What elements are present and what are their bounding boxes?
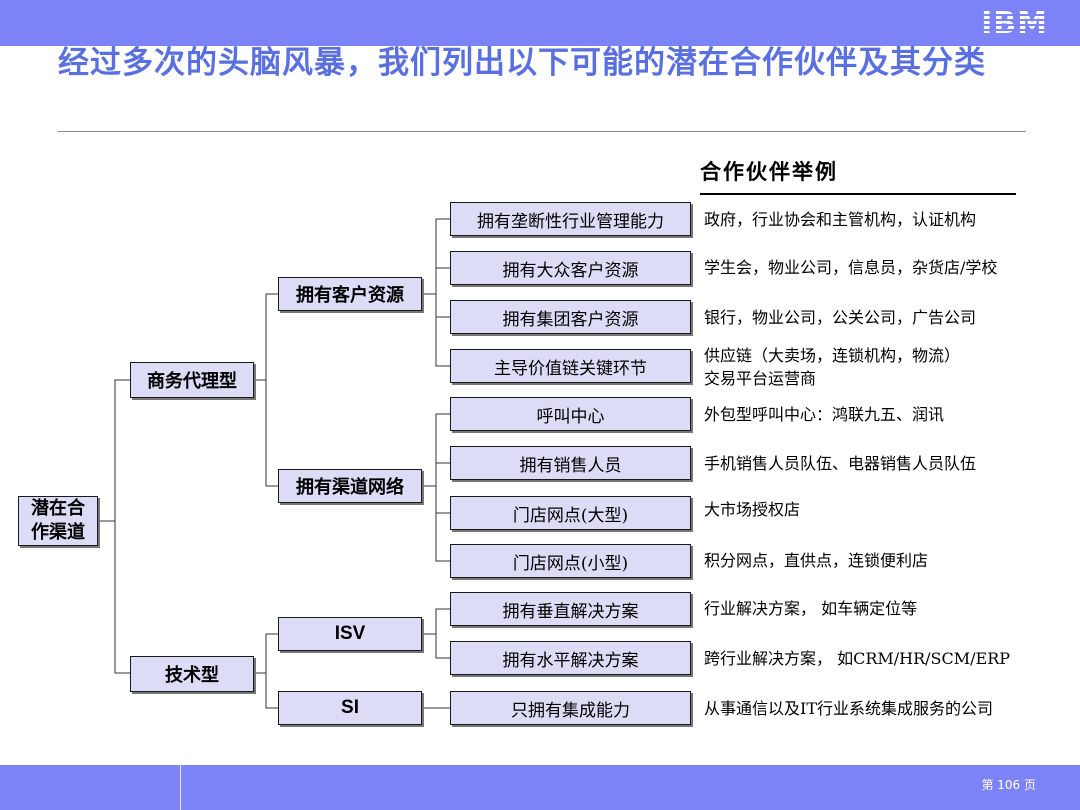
isv-node: ISV <box>278 617 422 651</box>
page-number: 第 106 页 <box>981 778 1036 792</box>
leaf-node: 呼叫中心 <box>450 397 691 431</box>
partner-example: 银行，物业公司，公关公司，广告公司 <box>704 308 977 327</box>
partner-examples-header: 合作伙伴举例 <box>700 159 838 184</box>
partner-example: 供应链（大卖场，连锁机构，物流） <box>704 346 961 365</box>
leaf-node: 门店网点(大型) <box>450 496 691 530</box>
title-divider <box>58 131 1026 132</box>
partner-example: 政府，行业协会和主管机构，认证机构 <box>704 210 977 229</box>
connector-root <box>98 379 130 674</box>
partner-example: 从事通信以及IT行业系统集成服务的公司 <box>704 699 993 718</box>
leaf-node: 拥有水平解决方案 <box>450 641 691 675</box>
leaf-node: 拥有集团客户资源 <box>450 300 691 334</box>
leaf-node: 拥有垄断性行业管理能力 <box>450 202 691 236</box>
leaf-node: 拥有垂直解决方案 <box>450 592 691 626</box>
top-banner <box>0 0 1080 46</box>
partner-example: 学生会，物业公司，信息员，杂货店/学校 <box>704 258 998 277</box>
leaf-node: 门店网点(小型) <box>450 544 691 578</box>
customer-resources-node: 拥有客户资源 <box>278 277 422 311</box>
partner-example: 跨行业解决方案， 如CRM/HR/SCM/ERP <box>704 649 1011 668</box>
bottom-banner <box>0 765 1080 810</box>
partner-example: 交易平台运营商 <box>704 369 817 388</box>
leaf-node: 主导价值链关键环节 <box>450 349 691 383</box>
partner-example: 大市场授权店 <box>704 500 801 519</box>
root-node: 潜在合作渠道 <box>18 496 98 546</box>
connector-customer <box>422 218 450 367</box>
leaf-node: 拥有大众客户资源 <box>450 251 691 285</box>
technical-node: 技术型 <box>130 656 254 692</box>
partner-example: 行业解决方案， 如车辆定位等 <box>704 599 918 618</box>
business-agent-node: 商务代理型 <box>130 362 254 398</box>
connector-business <box>254 293 278 487</box>
partner-example: 积分网点，直供点，连锁便利店 <box>704 551 929 570</box>
ibm-logo: IBM <box>981 6 1048 41</box>
connector-channel <box>422 413 450 562</box>
partner-examples-underline <box>700 193 1016 195</box>
partner-example: 手机销售人员队伍、电器销售人员队伍 <box>704 454 977 473</box>
connector-tech <box>254 633 278 709</box>
leaf-node: 拥有销售人员 <box>450 446 691 480</box>
connector-isv <box>422 608 450 659</box>
channel-network-node: 拥有渠道网络 <box>278 469 422 503</box>
si-node: SI <box>278 691 422 725</box>
page-title: 经过多次的头脑风暴，我们列出以下可能的潜在合作伙伴及其分类 <box>58 45 986 81</box>
footer-divider <box>180 765 181 810</box>
leaf-node: 只拥有集成能力 <box>450 691 691 725</box>
partner-example: 外包型呼叫中心：鸿联九五、润讯 <box>704 405 945 424</box>
